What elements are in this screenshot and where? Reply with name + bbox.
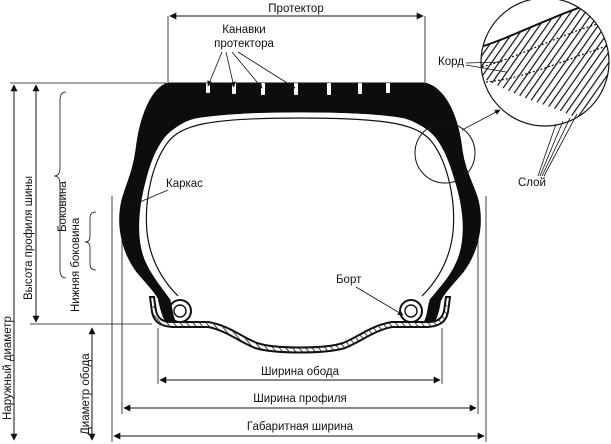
rim-diameter-label: Диаметр обода <box>80 353 92 435</box>
bead-label: Борт <box>336 274 362 286</box>
cord-label: Корд <box>438 56 464 68</box>
carcass-line <box>141 112 459 299</box>
magnifier-source-circle <box>414 122 476 184</box>
cord-detail <box>481 0 609 126</box>
grooves-label-line1: Канавки <box>222 24 265 36</box>
carcass-label: Каркас <box>166 178 203 190</box>
groove-pointers <box>207 51 296 89</box>
magnifier-circle <box>480 0 610 127</box>
lower-sidewall-brace <box>84 211 97 271</box>
grooves-label-line2: протектора <box>214 38 274 50</box>
sidewall-label: Боковина <box>57 181 69 232</box>
ply-label: Слой <box>518 177 546 189</box>
tread-label: Протектор <box>268 3 323 15</box>
tire-body <box>119 82 481 301</box>
lower-sidewall-label: Нижняя боковина <box>70 217 82 312</box>
outer-diameter-label: Наружный диаметр <box>2 316 14 420</box>
ply-pointers <box>537 113 578 177</box>
rim-width-label: Ширина обода <box>261 366 340 378</box>
profile-height-label: Высота профиля шины <box>23 176 35 300</box>
sidewall-brace <box>53 91 67 279</box>
profile-width-label: Ширина профиля <box>253 393 347 405</box>
overall-width-label: Габаритная ширина <box>247 421 354 433</box>
